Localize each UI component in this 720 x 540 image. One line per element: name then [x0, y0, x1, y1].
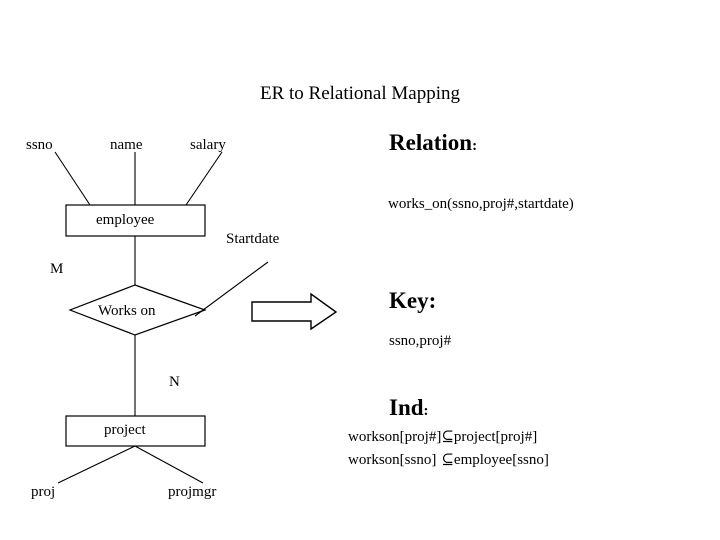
ind-heading-colon: :	[423, 403, 429, 419]
ind-table: workson[proj#] ⊆ project[proj#] workson[…	[348, 428, 549, 474]
attribute-proj-label: proj	[31, 484, 56, 500]
relation-heading-colon: :	[472, 138, 478, 154]
attribute-startdate-label: Startdate	[226, 231, 280, 247]
key-heading: Key:	[389, 288, 437, 313]
subset-icon: ⊆	[441, 452, 454, 468]
entity-project-label: project	[104, 422, 146, 438]
attribute-projmgr-label: projmgr	[168, 484, 217, 500]
cardinality-m-label: M	[50, 261, 64, 277]
attribute-ssno-label: ssno	[26, 137, 53, 153]
relationship-works-on-label: Works on	[98, 303, 156, 319]
ind-row-left: workson[proj#]	[348, 429, 442, 445]
ind-row-right: employee[ssno]	[453, 452, 549, 468]
ind-row-left: workson[ssno]	[348, 452, 437, 468]
relation-value: works_on(ssno,proj#,startdate)	[388, 196, 574, 212]
ind-row: workson[proj#] ⊆ project[proj#]	[348, 428, 549, 451]
entity-employee-label: employee	[96, 212, 155, 228]
link-salary-employee	[185, 151, 223, 206]
ind-row-right: project[proj#]	[453, 429, 538, 445]
entity-employee	[65, 204, 206, 237]
ind-heading: Ind:	[389, 395, 429, 424]
subset-icon: ⊆	[441, 429, 454, 445]
key-value: ssno,proj#	[389, 333, 452, 349]
arrow-right-icon	[251, 292, 338, 331]
page-title: ER to Relational Mapping	[259, 83, 460, 104]
link-ssno-employee	[54, 151, 91, 206]
ind-heading-text: Ind	[389, 395, 424, 420]
relation-heading: Relation:	[389, 130, 477, 159]
link-projmgr-project	[134, 445, 204, 484]
ind-row: workson[ssno] ⊆ employee[ssno]	[348, 451, 549, 474]
relation-heading-text: Relation	[389, 130, 473, 155]
attribute-salary-label: salary	[190, 137, 226, 153]
cardinality-n-label: N	[169, 374, 180, 390]
link-proj-project	[57, 445, 136, 484]
attribute-name-label: name	[110, 137, 143, 153]
link-startdate-worksOn	[194, 261, 269, 317]
